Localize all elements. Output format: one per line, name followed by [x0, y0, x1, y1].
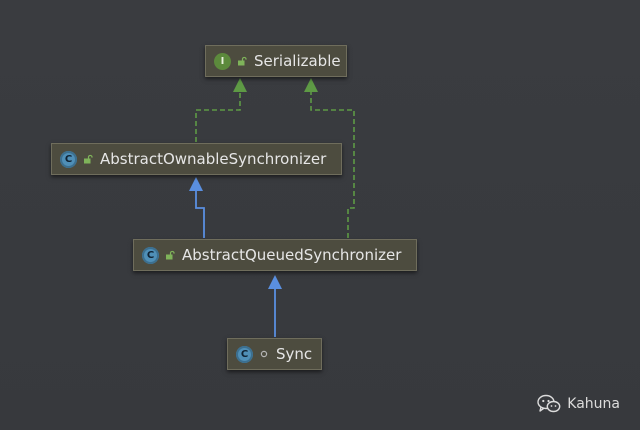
- arrowhead-implements: [233, 78, 247, 92]
- wechat-icon: [537, 394, 561, 413]
- public-lock-icon: [238, 56, 247, 66]
- package-private-dot-icon: [260, 350, 268, 358]
- node-abstract-ownable-synchronizer[interactable]: C AbstractOwnableSynchronizer: [51, 143, 342, 175]
- arrowhead-extends: [189, 177, 203, 191]
- interface-icon: I: [214, 52, 231, 70]
- node-abstract-queued-synchronizer[interactable]: C AbstractQueuedSynchronizer: [133, 239, 417, 271]
- node-label: Serializable: [254, 51, 341, 70]
- public-lock-icon: [166, 250, 175, 260]
- class-icon: C: [60, 150, 77, 168]
- edge-aos-implements-serializable: [195, 92, 241, 142]
- node-label: AbstractQueuedSynchronizer: [182, 245, 402, 264]
- watermark-text: Kahuna: [567, 396, 620, 412]
- class-icon: C: [142, 246, 159, 264]
- arrowhead-implements: [304, 78, 318, 92]
- class-icon: C: [236, 345, 253, 363]
- node-label: AbstractOwnableSynchronizer: [100, 149, 327, 168]
- public-lock-icon: [84, 154, 93, 164]
- node-serializable[interactable]: I Serializable: [205, 45, 347, 77]
- node-sync[interactable]: C Sync: [227, 338, 322, 370]
- node-label: Sync: [276, 344, 313, 363]
- arrowhead-extends: [268, 275, 282, 289]
- watermark: Kahuna: [537, 394, 620, 414]
- edge-aqs-extends-aos: [195, 190, 205, 238]
